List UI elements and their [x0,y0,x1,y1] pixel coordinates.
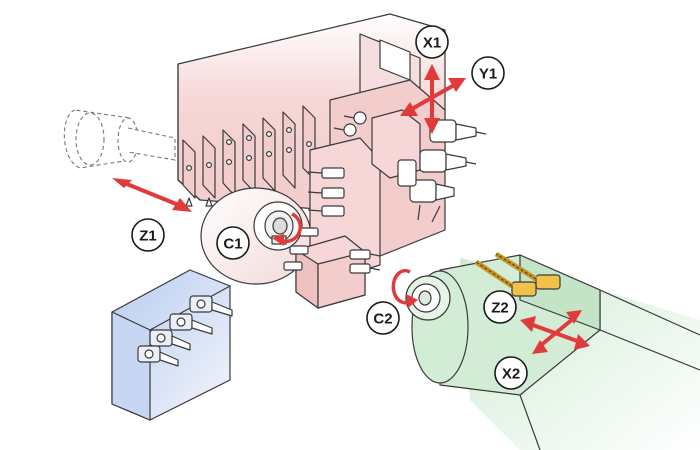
gang-tool-posts [182,105,316,207]
label-c2: C2 [366,301,400,335]
svg-text:X2: X2 [502,366,520,383]
cross-tools [283,167,381,274]
label-x1: X1 [415,25,449,59]
x1-y1-cross-arrow [400,64,466,134]
svg-text:Y1: Y1 [479,66,497,83]
z1-arrow [112,178,192,212]
z2-x2-cross-arrow [520,310,590,354]
svg-text:Z2: Z2 [491,300,509,317]
label-x2: X2 [494,356,528,390]
label-y1: Y1 [471,56,505,90]
guide-bushing-disc [200,187,312,285]
svg-text:C1: C1 [223,236,242,253]
svg-text:Z1: Z1 [139,228,157,245]
sub-spindle [405,251,700,450]
label-z2: Z2 [483,290,517,324]
main-spindle-ghost [63,109,176,169]
c2-rotation-icon [391,268,418,308]
svg-text:C2: C2 [373,311,392,328]
c1-rotation-icon [272,212,303,246]
turret-tool-block [283,79,487,309]
label-z1: Z1 [131,218,165,252]
live-tool-cluster [333,111,487,223]
back-tool-block [111,269,233,421]
svg-text:X1: X1 [423,35,441,52]
back-drills [474,251,561,297]
label-c1: C1 [216,226,250,260]
